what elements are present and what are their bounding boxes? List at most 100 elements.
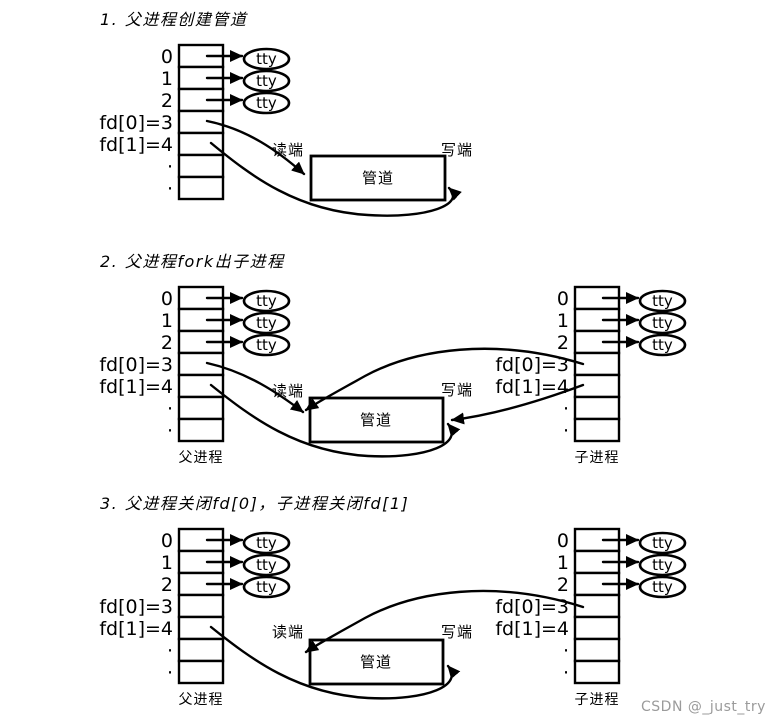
tty-label: tty [256, 534, 277, 552]
tty-ellipse [638, 531, 687, 555]
child-fd0-to-pipe-read-arrow [304, 347, 585, 412]
fd-table-cell [573, 395, 621, 421]
fd-table-cell [177, 373, 225, 399]
fd-label: · [167, 640, 173, 662]
pipe-assembly-2: 管道 读端 写端 [272, 381, 472, 444]
process-label-parent: 父进程 [179, 692, 224, 708]
fd-label: · [563, 640, 569, 662]
tty-ellipse [242, 531, 291, 555]
parent-fd1-to-pipe-write-arrow [209, 625, 461, 700]
tty-ellipse [638, 311, 687, 335]
fd-label: 0 [161, 46, 173, 68]
fd-table-cell [573, 637, 621, 663]
fd-label: · [563, 398, 569, 420]
tty-label: tty [256, 72, 277, 90]
pipe-label: 管道 [360, 411, 392, 429]
process-label-parent: 父进程 [179, 450, 224, 466]
tty-ellipse [242, 575, 291, 599]
tty-label: tty [256, 292, 277, 310]
tty-ellipse [242, 91, 291, 115]
fd-table-cell [177, 417, 225, 443]
tty-ellipse [638, 575, 687, 599]
child-fd1-to-pipe-write-arrow [450, 383, 585, 425]
tty-label: tty [256, 50, 277, 68]
fd-label: · [167, 662, 173, 684]
fd-label: 2 [161, 90, 173, 112]
tty-label: tty [652, 534, 673, 552]
fd-label: · [563, 662, 569, 684]
tty-ellipse [242, 69, 291, 93]
tty-label: tty [256, 556, 277, 574]
tty-ellipse [242, 289, 291, 313]
fd-label: · [167, 420, 173, 442]
fd-table-cell [177, 395, 225, 421]
fd0-to-pipe-read-arrow [205, 119, 306, 176]
fd-label: 0 [557, 288, 569, 310]
fd-label: · [167, 156, 173, 178]
fd-label: 1 [161, 68, 173, 90]
tty-ellipse [242, 553, 291, 577]
parent-fd1-to-pipe-write-arrow [209, 383, 461, 458]
tty-label: tty [256, 336, 277, 354]
section-1-title: 1. 父进程创建管道 [100, 10, 248, 29]
pipe-assembly-3: 管道 读端 写端 [272, 623, 473, 686]
fd-label: 1 [557, 552, 569, 574]
fd-label: fd[0]=3 [99, 596, 173, 618]
pipe-box [308, 396, 445, 444]
fd-label: fd[1]=4 [99, 618, 173, 640]
fd-label: 2 [557, 574, 569, 596]
fd-label: 0 [161, 288, 173, 310]
tty-ellipse [638, 553, 687, 577]
pipe-label: 管道 [362, 169, 394, 187]
tty-ellipse [638, 333, 687, 357]
watermark: CSDN @_just_try [641, 699, 766, 715]
fd-label: 0 [161, 530, 173, 552]
fd-label: fd[0]=3 [495, 354, 569, 376]
pipe-label: 管道 [360, 653, 392, 671]
fd-label: · [167, 178, 173, 200]
fd-label: fd[1]=4 [495, 376, 569, 398]
tty-label: tty [256, 578, 277, 596]
child-fd0-to-pipe-read-arrow [304, 589, 585, 654]
fd-table-cell [573, 615, 621, 641]
write-end-label: 写端 [441, 623, 473, 641]
fd-table-cell [177, 659, 225, 685]
pipe-assembly-1: 管道 读端 写端 [272, 141, 473, 202]
fd-label: fd[1]=4 [495, 618, 569, 640]
fd-label: 1 [557, 310, 569, 332]
fd-label: fd[0]=3 [99, 112, 173, 134]
fd-table-cell [177, 153, 225, 179]
tty-label: tty [652, 314, 673, 332]
fd-label: fd[1]=4 [99, 134, 173, 156]
fd-table-cell [177, 175, 225, 201]
fd-label: 2 [161, 332, 173, 354]
fd-table-cell [177, 637, 225, 663]
pipe-box [309, 154, 447, 202]
read-end-label: 读端 [272, 623, 304, 641]
tty-label: tty [652, 578, 673, 596]
fd-label: 1 [161, 310, 173, 332]
parent-fd0-to-pipe-read-arrow [205, 361, 305, 414]
pipe-box [308, 638, 445, 686]
process-label-child: 子进程 [575, 692, 620, 708]
fd-label: fd[0]=3 [495, 596, 569, 618]
tty-label: tty [652, 556, 673, 574]
fd-table-cell [573, 417, 621, 443]
fd-table-cell [177, 593, 225, 619]
fd-label: fd[0]=3 [99, 354, 173, 376]
write-end-label: 写端 [441, 141, 473, 159]
section-3-title: 3. 父进程关闭fd[0]，子进程关闭fd[1] [100, 494, 409, 513]
tty-ellipse [242, 47, 291, 71]
tty-label: tty [256, 94, 277, 112]
fd1-to-pipe-write-arrow [209, 141, 462, 217]
fd-label: 2 [161, 574, 173, 596]
read-end-label: 读端 [272, 382, 304, 400]
process-label-child: 子进程 [575, 450, 620, 466]
tty-ellipse [242, 333, 291, 357]
section-2-title: 2. 父进程fork出子进程 [100, 252, 285, 271]
tty-ellipse [638, 289, 687, 313]
